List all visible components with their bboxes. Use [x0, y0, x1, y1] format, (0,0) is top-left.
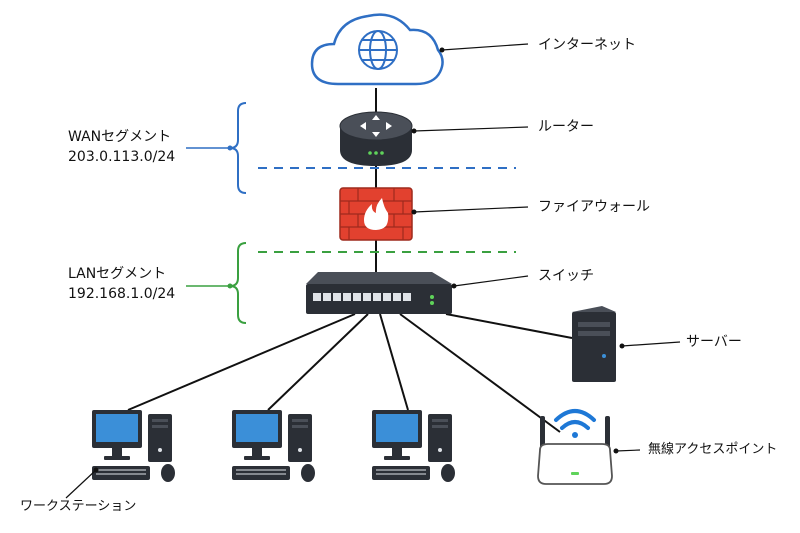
wifi-icon: [554, 409, 596, 430]
server-label: サーバー: [686, 334, 742, 350]
link-switch-server: [445, 313, 573, 339]
lan-bracket: [229, 242, 247, 324]
link-switch-ap: [399, 313, 561, 433]
wan-segment-name: WANセグメント: [68, 129, 172, 145]
server-icon: [572, 306, 616, 382]
leader-lines: [65, 43, 681, 499]
flame-icon: [364, 198, 389, 230]
firewall-label: ファイアウォール: [538, 199, 650, 215]
internet-cloud-icon: [310, 13, 444, 86]
access-point-icon: [537, 409, 613, 485]
link-switch-ws1: [127, 313, 356, 411]
internet-label: インターネット: [538, 37, 636, 53]
workstation-1-icon: [92, 410, 175, 482]
link-switch-ws2: [267, 313, 369, 411]
connection-lines: [127, 88, 573, 433]
router-label: ルーター: [538, 119, 594, 135]
workstation-3-icon: [372, 410, 455, 482]
workstation-2-icon: [232, 410, 315, 482]
lan-segment-label: LANセグメント 192.168.1.0/24: [68, 264, 175, 304]
access-point-label: 無線アクセスポイント: [648, 442, 778, 457]
wan-bracket-dot: [227, 145, 233, 151]
wan-segment-subnet: 203.0.113.0/24: [68, 149, 176, 165]
router-icon: [339, 111, 413, 166]
workstation-label: ワークステーション: [20, 499, 137, 514]
firewall-icon: [339, 187, 413, 241]
globe-icon: [358, 30, 398, 70]
switch-label: スイッチ: [538, 268, 594, 284]
link-switch-ws3: [379, 313, 409, 411]
wan-segment-label: WANセグメント 203.0.113.0/24: [68, 127, 175, 167]
switch-icon: [306, 272, 452, 314]
lan-segment-name: LANセグメント: [68, 266, 167, 282]
lan-segment-subnet: 192.168.1.0/24: [68, 286, 176, 302]
lan-bracket-dot: [227, 283, 233, 289]
